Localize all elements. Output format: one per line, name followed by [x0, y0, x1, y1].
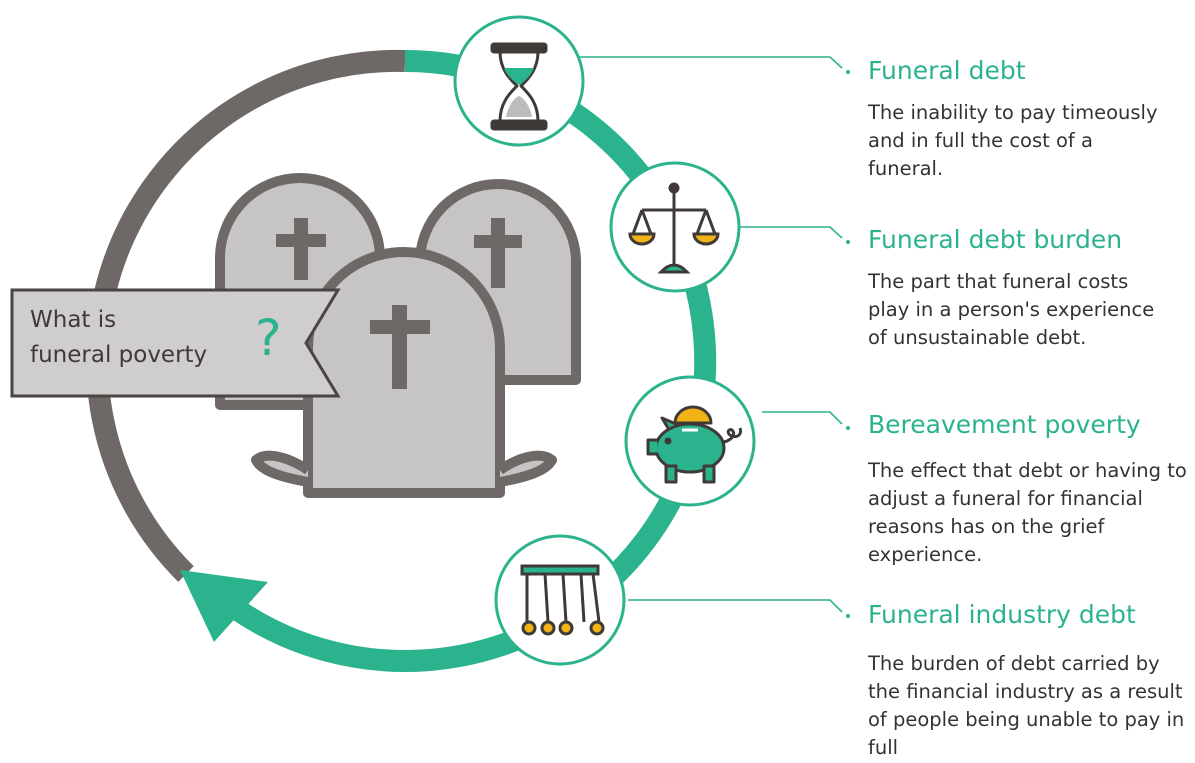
tombstone-crosses [276, 218, 522, 389]
title-funeral-industry-debt: Funeral industry debt [868, 600, 1136, 629]
ring-grey-arc [86, 49, 406, 582]
connector-lines [548, 56, 843, 613]
piggy-tail [723, 427, 742, 444]
newtons-cradle-icon [520, 564, 605, 636]
piggy-coin [673, 405, 713, 425]
title-funeral-debt-burden: Funeral debt burden [868, 225, 1123, 254]
cradle-ball-2 [540, 620, 556, 636]
bullet-3 [846, 426, 850, 430]
question-line-2: funeral poverty [30, 342, 208, 368]
piggy-snout [646, 438, 658, 456]
question-line-1: What is [30, 307, 117, 333]
bullet-2 [846, 240, 850, 244]
connector-line-4 [628, 599, 843, 613]
piggy-bank-icon [646, 405, 742, 484]
cross-2-horizontal [474, 235, 522, 248]
ring-arrowhead [180, 570, 268, 642]
scales-icon [628, 182, 720, 274]
desc-funeral-industry-debt: The burden of debt carried by the financ… [868, 652, 1185, 759]
bullet-4 [846, 614, 850, 618]
bullet-1 [846, 70, 850, 74]
scales-top-knob [668, 182, 680, 194]
desc-bereavement-poverty: The effect that debt or having to adjust… [868, 459, 1187, 566]
title-funeral-debt: Funeral debt [868, 56, 1026, 85]
cradle-ball-4 [589, 620, 605, 636]
icon-circle-4 [494, 534, 626, 666]
cross-1-vertical [294, 218, 308, 280]
piggy-eye [664, 437, 672, 445]
cross-1-horizontal [276, 234, 326, 247]
cradle-bar [520, 564, 600, 576]
connector-line-3 [762, 411, 843, 425]
ground-left [251, 450, 311, 487]
cross-3-vertical [392, 305, 407, 389]
title-bereavement-poverty: Bereavement poverty [868, 410, 1141, 439]
connector-line-2 [740, 226, 843, 239]
hourglass-icon [490, 42, 548, 131]
cradle-ball-1 [521, 620, 537, 636]
desc-funeral-debt: The inability to pay timeously and in fu… [868, 101, 1158, 180]
cradle-ball-3 [558, 620, 574, 636]
piggy-leg-front [664, 464, 678, 484]
connector-line-1 [548, 56, 843, 69]
scales-base [657, 263, 691, 274]
piggy-ear [660, 416, 677, 429]
scales-pan-left [628, 232, 656, 246]
cross-3-horizontal [370, 320, 430, 334]
hourglass-sand-bottom [506, 96, 532, 117]
question-mark: ? [255, 309, 282, 367]
scales-pan-right [692, 232, 720, 246]
cross-2-vertical [491, 218, 505, 288]
question-banner [10, 288, 341, 398]
question-label: What is funeral poverty [30, 303, 207, 373]
hourglass-sand-top [504, 68, 534, 85]
ground-right [497, 450, 557, 487]
piggy-leg-back [702, 464, 716, 484]
desc-funeral-debt-burden: The part that funeral costs play in a pe… [868, 270, 1155, 349]
